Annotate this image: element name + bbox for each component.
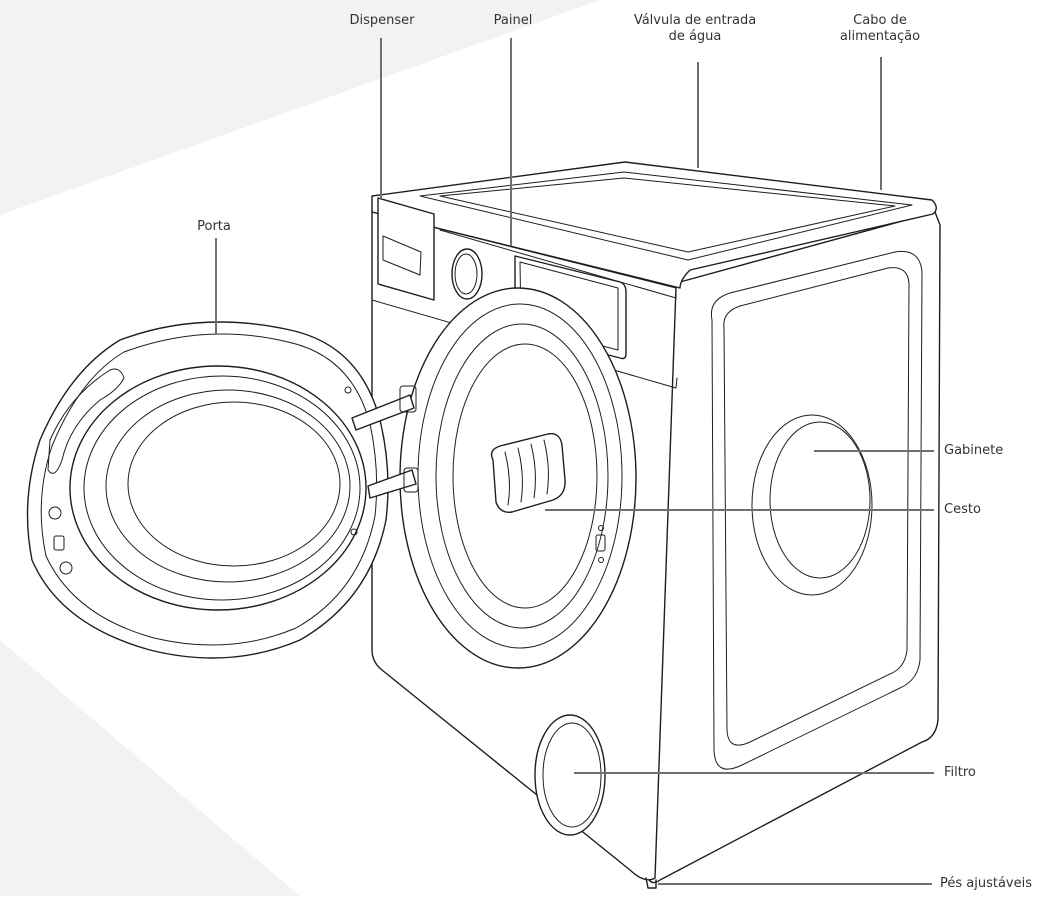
top-surface <box>371 161 937 289</box>
door-dot-2 <box>350 528 358 536</box>
door-glass-ring-1 <box>83 375 361 601</box>
side-circle-inner <box>769 421 871 579</box>
drum-inner <box>452 343 598 609</box>
label-painel-text: Painel <box>493 13 533 28</box>
label-valvula-line2: de água <box>668 29 722 44</box>
dispenser-handle <box>382 235 422 276</box>
door-rim <box>40 333 378 646</box>
latch-screw-top <box>598 525 604 531</box>
label-painel: Painel <box>494 13 533 29</box>
label-pes: Pés ajustáveis <box>940 876 1032 892</box>
label-porta: Porta <box>197 219 231 235</box>
side-panel <box>647 211 941 884</box>
washer-body <box>371 161 941 889</box>
control-band <box>371 211 677 299</box>
side-emboss-outer <box>710 250 923 770</box>
adjustable-foot <box>645 877 657 889</box>
label-gabinete: Gabinete <box>944 443 1003 459</box>
door-hook <box>53 535 65 551</box>
side-circle-outer <box>751 414 873 596</box>
selector-knob-ring <box>454 253 478 295</box>
label-filtro-text: Filtro <box>944 765 976 780</box>
label-dispenser-text: Dispenser <box>349 13 415 28</box>
label-cesto: Cesto <box>944 502 981 518</box>
leader-lines <box>215 38 934 885</box>
label-cesto-text: Cesto <box>944 502 981 517</box>
top-inset-inner <box>439 177 896 253</box>
top-inset <box>419 171 913 261</box>
label-gabinete-text: Gabinete <box>944 443 1004 458</box>
filter-cover-inner <box>542 722 602 828</box>
background-shape-bottom <box>0 640 300 896</box>
door-latch-slot <box>595 534 606 552</box>
label-valvula: Válvula de entrada de água <box>634 13 756 45</box>
label-cabo: Cabo de alimentação <box>840 13 920 45</box>
hinge-block-lower <box>403 467 419 493</box>
hinge-upper <box>351 394 415 431</box>
label-dispenser: Dispenser <box>350 13 415 29</box>
door-dot-1 <box>344 386 352 394</box>
label-valvula-line1: Válvula de entrada <box>633 13 757 28</box>
door-screw-1 <box>48 506 62 520</box>
door-handle <box>47 368 125 474</box>
side-emboss-inner <box>723 267 910 746</box>
label-cabo-line2: alimentação <box>839 29 921 44</box>
door-glass-ring-2 <box>105 389 351 583</box>
door-glass-outer <box>69 365 367 611</box>
drum-rim <box>435 323 609 629</box>
door-screw-2 <box>59 561 73 575</box>
label-porta-text: Porta <box>197 219 231 234</box>
label-filtro: Filtro <box>944 765 976 781</box>
latch-screw-bottom <box>598 557 604 563</box>
lifter-coil <box>504 439 549 506</box>
label-cabo-line1: Cabo de <box>853 13 907 28</box>
background-shape-top <box>0 0 600 215</box>
label-pes-text: Pés ajustáveis <box>940 876 1033 891</box>
dispenser-drawer <box>377 197 435 301</box>
open-door <box>26 321 419 659</box>
hinge-block-upper <box>399 385 417 413</box>
filter-cover <box>534 714 606 836</box>
door-glass-ring-3 <box>127 401 341 567</box>
